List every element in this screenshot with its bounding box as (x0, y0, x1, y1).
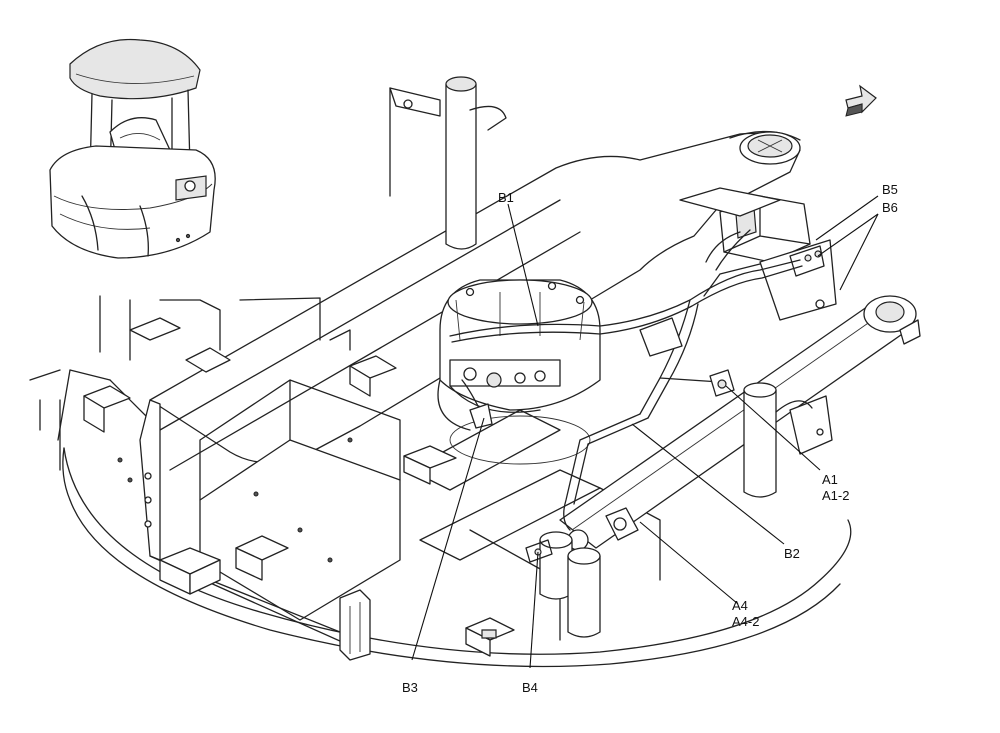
boom-cylinder (559, 295, 921, 551)
leader-b1 (507, 203, 539, 327)
label-b2: B2 (784, 546, 800, 561)
leader-lines (411, 195, 879, 669)
label-b4: B4 (522, 680, 538, 695)
rear-pipes (539, 531, 601, 638)
leader-b6a (817, 213, 879, 257)
label-a1-2: A1-2 (822, 488, 849, 503)
label-a1: A1 (822, 472, 838, 487)
leader-b4 (529, 551, 539, 669)
leader-b3 (411, 417, 485, 661)
callout-labels: B1 B5 B6 A1 A1-2 B2 A4 A4-2 B3 B4 (402, 182, 898, 695)
label-b6: B6 (882, 200, 898, 215)
label-a4-2: A4-2 (732, 614, 759, 629)
connector-bracket-b5-b6 (759, 239, 837, 321)
swing-motor (437, 279, 601, 465)
right-support (743, 382, 833, 498)
label-a4: A4 (732, 598, 748, 613)
label-b5: B5 (882, 182, 898, 197)
leader-b2 (631, 423, 785, 545)
leader-b5 (815, 195, 879, 241)
machine-inset-icon (49, 38, 216, 259)
leader-a4 (639, 521, 739, 605)
label-b1: B1 (498, 190, 514, 205)
control-valve-block (679, 187, 811, 263)
leader-a1 (725, 385, 821, 471)
leader-b6b (839, 213, 879, 291)
label-b3: B3 (402, 680, 418, 695)
vertical-post (389, 76, 507, 250)
wire-harness (449, 229, 803, 563)
front-direction-arrow-icon (845, 84, 877, 117)
